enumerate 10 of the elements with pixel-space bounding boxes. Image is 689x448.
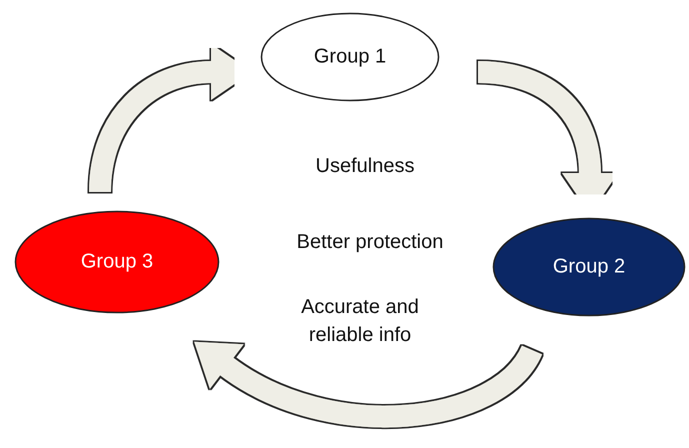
text-label: Accurate and reliable info xyxy=(300,295,420,348)
node-label: Group 1 xyxy=(312,46,388,68)
node-label: Group 2 xyxy=(552,256,626,278)
oval-node xyxy=(14,210,220,314)
text-label: Better protection xyxy=(296,230,444,255)
curved-arrow xyxy=(192,343,542,428)
oval-node xyxy=(492,217,686,317)
oval-node xyxy=(260,12,440,102)
node-label: Group 3 xyxy=(80,250,154,274)
text-label: Usefulness xyxy=(314,154,416,179)
